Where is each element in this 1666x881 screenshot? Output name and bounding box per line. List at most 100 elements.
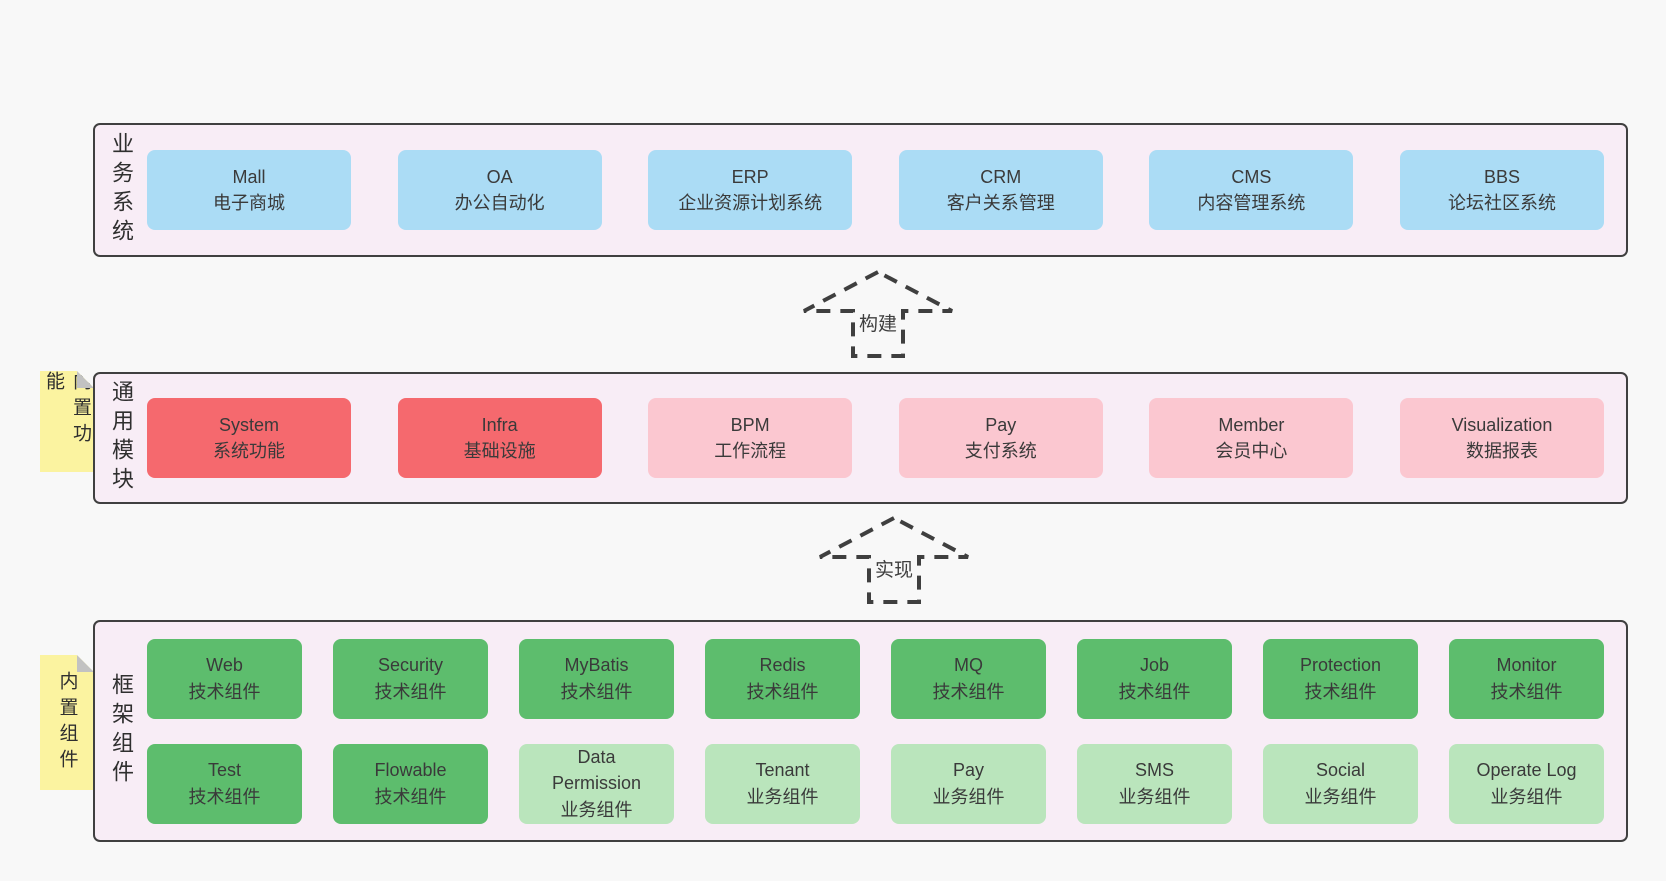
box-name: CMS bbox=[1231, 166, 1272, 187]
arrow-implement: 实现 bbox=[816, 515, 972, 605]
band-content: Web 技术组件 Security 技术组件 MyBatis 技术组件 Redi… bbox=[147, 622, 1626, 840]
box-monitor: Monitor 技术组件 bbox=[1449, 638, 1604, 719]
box-row: Test 技术组件 Flowable 技术组件 Data Permission … bbox=[147, 743, 1604, 824]
box-name: Redis bbox=[759, 655, 806, 676]
sticky-note-built-in-components: 内置组件 bbox=[40, 655, 94, 790]
box-subtitle: 业务组件 bbox=[932, 786, 1005, 807]
box-name: Security bbox=[377, 655, 444, 676]
box-subtitle: 工作流程 bbox=[714, 441, 787, 461]
box-mall: Mall 电子商城 bbox=[147, 150, 351, 230]
box-subtitle: 技术组件 bbox=[1490, 681, 1563, 702]
box-name: Flowable bbox=[374, 760, 447, 781]
box-subtitle: 技术组件 bbox=[374, 786, 447, 807]
box-name: Data Permission bbox=[551, 747, 642, 794]
box-row: System 系统功能 Infra 基础设施 BPM 工作流程 Pay 支付系统… bbox=[147, 398, 1604, 478]
sticky-note-built-in-features: 内置功能 bbox=[40, 371, 94, 472]
box-tenant: Tenant 业务组件 bbox=[705, 743, 860, 824]
box-subtitle: 数据报表 bbox=[1465, 441, 1538, 461]
box-security: Security 技术组件 bbox=[333, 638, 488, 719]
box-name: ERP bbox=[731, 166, 769, 187]
box-name: Pay bbox=[952, 760, 985, 781]
box-name: Infra bbox=[481, 414, 518, 435]
box-subtitle: 基础设施 bbox=[463, 441, 536, 461]
box-infra: Infra 基础设施 bbox=[397, 398, 602, 478]
box-name: Web bbox=[206, 655, 243, 676]
box-protection: Protection 技术组件 bbox=[1263, 638, 1418, 719]
box-cms: CMS 内容管理系统 bbox=[1149, 150, 1354, 230]
box-name: OA bbox=[486, 166, 513, 187]
box-name: Visualization bbox=[1451, 414, 1553, 435]
box-subtitle: 业务组件 bbox=[746, 786, 819, 807]
box-subtitle: 企业资源计划系统 bbox=[678, 193, 823, 213]
band-title: 业务系统 bbox=[109, 132, 134, 248]
box-subtitle: 技术组件 bbox=[1304, 681, 1377, 702]
band-business-systems: 业务系统 Mall 电子商城 OA 办公自动化 ERP 企业资源计划系统 CRM… bbox=[93, 123, 1628, 257]
box-member: Member 会员中心 bbox=[1149, 398, 1354, 478]
box-redis: Redis 技术组件 bbox=[705, 638, 860, 719]
box-subtitle: 系统功能 bbox=[213, 441, 285, 461]
sticky-note-label: 内置组件 bbox=[56, 670, 78, 775]
box-flowable: Flowable 技术组件 bbox=[333, 743, 488, 824]
box-name: MyBatis bbox=[564, 655, 629, 676]
box-name: Test bbox=[207, 760, 241, 781]
box-mybatis: MyBatis 技术组件 bbox=[519, 638, 674, 719]
box-name: Mall bbox=[232, 166, 266, 187]
box-operate-log: Operate Log 业务组件 bbox=[1449, 743, 1604, 824]
box-subtitle: 论坛社区系统 bbox=[1447, 193, 1556, 213]
box-bbs: BBS 论坛社区系统 bbox=[1399, 150, 1604, 230]
box-subtitle: 技术组件 bbox=[746, 681, 819, 702]
box-name: System bbox=[218, 414, 279, 435]
band-content: Mall 电子商城 OA 办公自动化 ERP 企业资源计划系统 CRM 客户关系… bbox=[147, 125, 1626, 255]
box-system: System 系统功能 bbox=[147, 398, 351, 478]
arrow-label: 实现 bbox=[873, 555, 915, 582]
box-name: Monitor bbox=[1496, 655, 1557, 676]
box-subtitle: 业务组件 bbox=[560, 799, 633, 820]
box-subtitle: 办公自动化 bbox=[454, 193, 545, 213]
box-name: BPM bbox=[730, 414, 770, 435]
box-subtitle: 技术组件 bbox=[932, 681, 1005, 702]
box-data-permission: Data Permission 业务组件 bbox=[519, 743, 674, 824]
box-subtitle: 内容管理系统 bbox=[1197, 193, 1306, 213]
box-name: MQ bbox=[954, 655, 983, 676]
box-oa: OA 办公自动化 bbox=[397, 150, 602, 230]
box-crm: CRM 客户关系管理 bbox=[898, 150, 1103, 230]
box-pay: Pay 支付系统 bbox=[898, 398, 1103, 478]
box-subtitle: 电子商城 bbox=[213, 193, 285, 213]
band-title: 框架组件 bbox=[109, 673, 134, 789]
box-social: Social 业务组件 bbox=[1263, 743, 1418, 824]
box-subtitle: 会员中心 bbox=[1215, 441, 1288, 461]
band-common-modules: 通用模块 System 系统功能 Infra 基础设施 BPM 工作流程 Pay… bbox=[93, 372, 1628, 504]
box-pay-business: Pay 业务组件 bbox=[891, 743, 1046, 824]
sticky-note-label: 内置功能 bbox=[43, 371, 91, 449]
band-title: 通用模块 bbox=[109, 380, 134, 496]
box-row: Mall 电子商城 OA 办公自动化 ERP 企业资源计划系统 CRM 客户关系… bbox=[147, 150, 1604, 230]
box-erp: ERP 企业资源计划系统 bbox=[648, 150, 853, 230]
band-framework-components: 框架组件 Web 技术组件 Security 技术组件 MyBatis 技术组件… bbox=[93, 620, 1628, 842]
box-test: Test 技术组件 bbox=[147, 743, 302, 824]
box-row: Web 技术组件 Security 技术组件 MyBatis 技术组件 Redi… bbox=[147, 638, 1604, 719]
band-content: System 系统功能 Infra 基础设施 BPM 工作流程 Pay 支付系统… bbox=[147, 374, 1626, 502]
dashed-up-arrow-icon bbox=[819, 515, 969, 604]
box-subtitle: 业务组件 bbox=[1118, 786, 1191, 807]
box-mq: MQ 技术组件 bbox=[891, 638, 1046, 719]
box-name: Member bbox=[1218, 414, 1285, 435]
box-name: Pay bbox=[985, 414, 1017, 435]
box-visualization: Visualization 数据报表 bbox=[1399, 398, 1604, 478]
box-name: CRM bbox=[980, 166, 1022, 187]
arrow-build: 构建 bbox=[800, 269, 956, 359]
box-subtitle: 业务组件 bbox=[1490, 786, 1563, 807]
box-name: Operate Log bbox=[1476, 760, 1577, 781]
dashed-up-arrow-icon bbox=[803, 269, 953, 358]
box-subtitle: 客户关系管理 bbox=[946, 193, 1055, 213]
box-name: BBS bbox=[1483, 166, 1520, 187]
box-web: Web 技术组件 bbox=[147, 638, 302, 719]
box-subtitle: 技术组件 bbox=[188, 681, 261, 702]
box-name: Tenant bbox=[755, 760, 810, 781]
box-job: Job 技术组件 bbox=[1077, 638, 1232, 719]
box-sms: SMS 业务组件 bbox=[1077, 743, 1232, 824]
box-subtitle: 技术组件 bbox=[374, 681, 447, 702]
box-subtitle: 技术组件 bbox=[188, 786, 261, 807]
box-name: Protection bbox=[1299, 655, 1382, 676]
box-subtitle: 技术组件 bbox=[1118, 681, 1191, 702]
